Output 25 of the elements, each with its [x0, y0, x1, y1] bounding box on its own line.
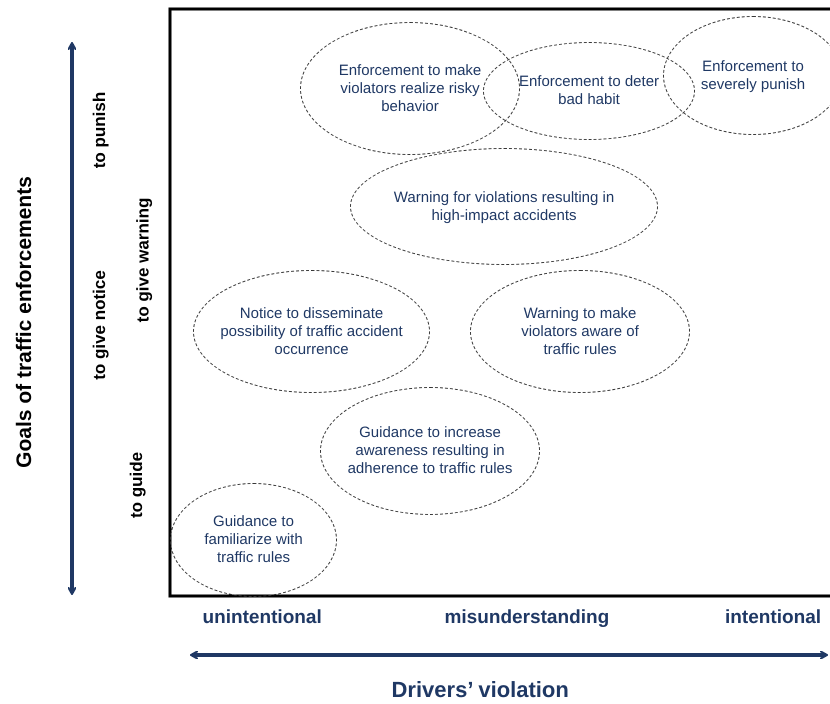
dashed-ellipse — [483, 42, 695, 140]
dashed-ellipse — [193, 270, 430, 393]
dashed-ellipse — [663, 16, 830, 135]
dashed-ellipse — [300, 22, 520, 155]
axis-tick-label: to give notice — [90, 270, 110, 380]
ellipse-label: Guidance to increase awareness resulting in adherence to traffic rules — [346, 424, 514, 478]
axis-tick-label: unintentional — [202, 607, 322, 629]
ellipse-label: Notice to disseminate possibility of traffic accident occurrence — [219, 304, 404, 358]
ellipse-label: Guidance to familiarize with traffic rules — [203, 513, 304, 567]
dashed-ellipse — [470, 270, 690, 393]
ellipse-label: Enforcement to make violators realize risky behavior — [338, 62, 482, 116]
axis-title: Drivers’ violation — [392, 677, 569, 703]
dashed-ellipse — [170, 483, 337, 597]
dashed-ellipse — [320, 387, 540, 515]
axis-tick-label: misunderstanding — [444, 607, 610, 629]
ellipse-label: Warning for violations resulting in high-impact accidents — [392, 188, 616, 224]
axis-tick-label: to guide — [127, 452, 148, 518]
ellipse-label: Enforcement to severely punish — [700, 58, 806, 94]
ellipse-label: Enforcement to deter bad habit — [518, 73, 660, 109]
dashed-ellipse — [350, 148, 658, 265]
axis-tick-label: to give warning — [132, 198, 153, 322]
axis-tick-label: intentional — [725, 607, 822, 629]
ellipse-label: Warning to make violators aware of traffic rules — [520, 304, 640, 358]
axis-title: Goals of traffic enforcements — [12, 176, 37, 468]
axis-tick-label: to punish — [90, 92, 110, 168]
